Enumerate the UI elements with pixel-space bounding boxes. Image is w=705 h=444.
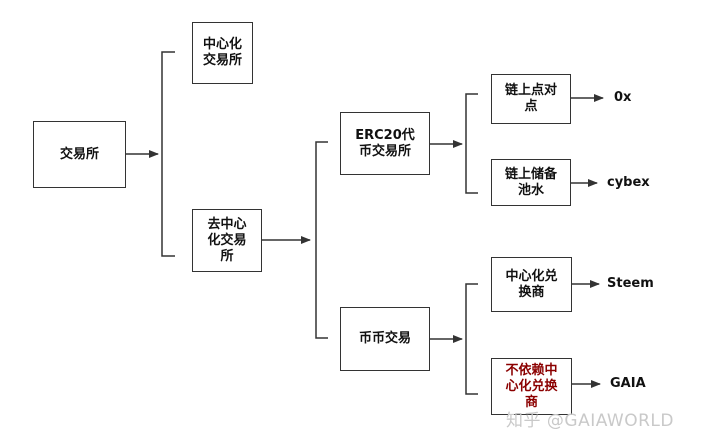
node-erc20: ERC20代 币交易所 — [340, 112, 430, 175]
node-erc20-label: ERC20代 币交易所 — [355, 127, 415, 159]
node-non-central-label: 不依赖中 心化兑换 商 — [505, 362, 558, 410]
leaf-0x: 0x — [614, 90, 632, 105]
node-centralized: 中心化 交易所 — [192, 22, 253, 84]
leaf-gaia: GAIA — [610, 376, 646, 391]
leaf-cybex: cybex — [607, 175, 650, 190]
node-coin-to-coin-label: 币币交易 — [358, 331, 411, 346]
leaf-steem: Steem — [607, 276, 654, 291]
node-root: 交易所 — [33, 121, 126, 188]
node-onchain-p2p: 链上点对 点 — [491, 74, 571, 124]
node-central-exchange-label: 中心化兑 换商 — [505, 268, 558, 300]
node-onchain-p2p-label: 链上点对 点 — [504, 83, 557, 114]
node-centralized-label: 中心化 交易所 — [202, 37, 242, 68]
bracket-level2 — [315, 141, 328, 339]
bracket-level1 — [161, 51, 175, 257]
watermark: 知乎 @GAIAWORLD — [506, 411, 674, 431]
bracket-coin — [465, 283, 478, 395]
bracket-erc20 — [465, 93, 478, 194]
node-decentralized: 去中心 化交易 所 — [192, 209, 262, 272]
node-root-label: 交易所 — [59, 146, 99, 162]
node-central-exchange: 中心化兑 换商 — [491, 257, 572, 312]
node-coin-to-coin: 币币交易 — [340, 307, 430, 371]
node-non-central: 不依赖中 心化兑换 商 — [491, 358, 572, 415]
node-onchain-pool: 链上储备 池水 — [491, 159, 571, 206]
node-onchain-pool-label: 链上储备 池水 — [504, 166, 557, 198]
node-decentralized-label: 去中心 化交易 所 — [207, 216, 247, 264]
